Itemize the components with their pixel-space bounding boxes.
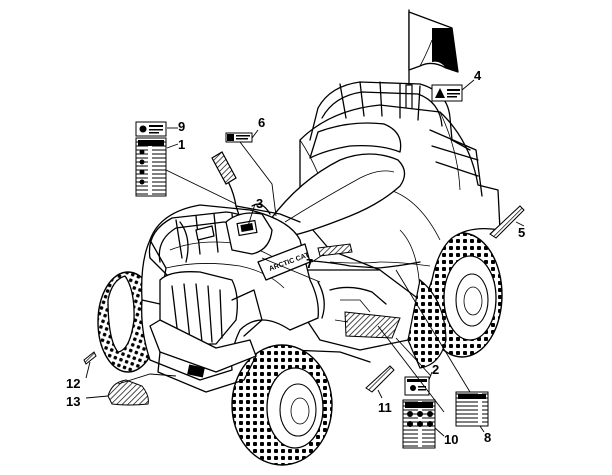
callout-3: 3 [256,196,263,211]
decal-8 [455,391,489,427]
callout-9: 9 [178,119,185,134]
callout-4: 4 [474,68,482,83]
front-right-wheel [231,344,333,466]
decal-13 [107,379,149,406]
rear-rack [309,81,483,197]
callout-1: 1 [178,137,185,152]
seat [269,122,406,237]
callout-8: 8 [484,430,491,445]
rear-left-wheel [407,278,447,369]
decal-1 [135,137,167,197]
callout-12: 12 [66,376,80,391]
decal-2 [404,376,430,396]
handlebar [211,151,301,255]
decal-6 [225,132,253,143]
decal-9 [135,121,167,137]
front-grille [149,271,263,393]
decal-4 [431,84,463,102]
callout-6: 6 [258,115,265,130]
decal-5 [489,205,525,239]
decal-12 [83,351,97,365]
front-rack [148,211,261,279]
leader-lines [85,79,525,437]
callout-7: 7 [306,256,313,271]
decal-7 [317,243,353,257]
decal-10 [402,399,436,449]
callout-10: 10 [444,432,458,447]
callout-2: 2 [432,362,439,377]
callout-5: 5 [518,225,525,240]
decal-11 [365,365,395,393]
callout-13: 13 [66,394,80,409]
callout-11: 11 [378,400,392,415]
